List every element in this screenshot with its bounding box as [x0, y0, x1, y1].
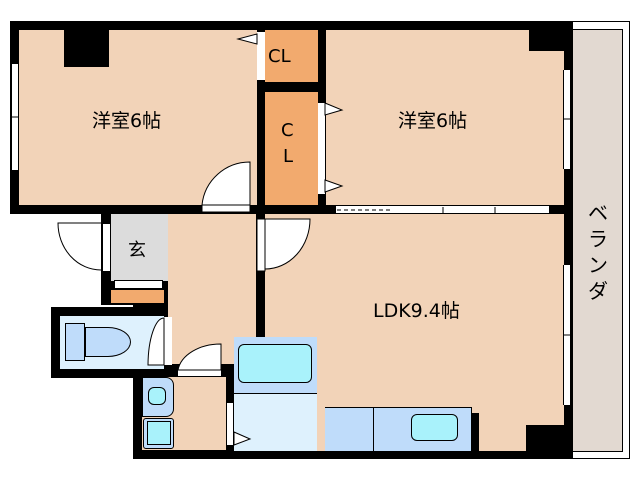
washer-inner [147, 421, 171, 445]
shoe-cabinet-door[interactable] [114, 280, 163, 289]
closet-mid-label-l: L [283, 146, 294, 167]
kitchen-sink [411, 414, 458, 441]
counter-divider [373, 407, 374, 451]
shoe-cabinet [111, 290, 164, 303]
veranda-label: ベランダ [588, 201, 608, 303]
room-label-bedroom-west: 洋室6帖 [92, 110, 162, 132]
bath-tub [238, 344, 312, 383]
toilet-bowl [85, 327, 131, 357]
toilet-door[interactable] [164, 317, 172, 365]
closet-top [265, 30, 318, 82]
closet-mid [265, 92, 318, 205]
closet-mid-label-c: C [281, 120, 294, 141]
closet-top-label: CL [268, 46, 291, 67]
pillar-ne [529, 30, 564, 51]
room-bedroom-east [326, 30, 564, 205]
toilet-tank [65, 323, 85, 361]
room-label-bedroom-east: 洋室6帖 [398, 110, 468, 132]
washbasin [148, 387, 166, 405]
ldk-pillar [526, 425, 564, 451]
bath-door[interactable] [226, 402, 234, 446]
entrance-label: 玄 [128, 240, 146, 261]
closet-top-door[interactable] [257, 32, 265, 80]
entrance-door[interactable] [102, 223, 111, 272]
bath-floor [234, 394, 317, 451]
entrance [111, 214, 168, 281]
counter-wall-stub [472, 413, 479, 451]
closet-mid-door[interactable] [318, 103, 325, 194]
room-label-ldk: LDK9.4帖 [373, 300, 460, 322]
pillar [64, 30, 109, 67]
